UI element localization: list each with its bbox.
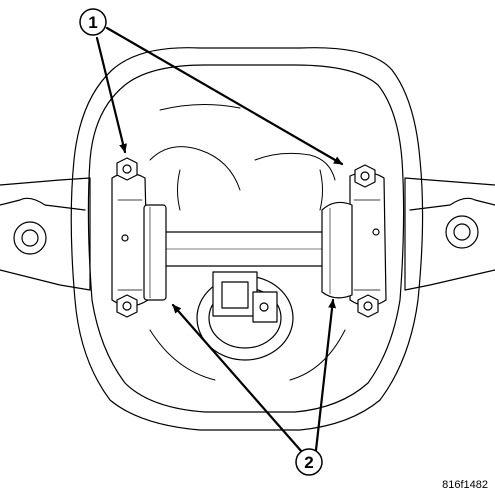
callout-2-label: 2 bbox=[304, 453, 313, 472]
housing-inner-details bbox=[149, 103, 346, 381]
housing-wings bbox=[0, 177, 495, 291]
leader-lines bbox=[95, 26, 344, 454]
housing-outline bbox=[70, 47, 424, 431]
bolt-left-top bbox=[116, 157, 138, 181]
figure-id: 816f1482 bbox=[442, 479, 488, 491]
right-bearing-cap bbox=[321, 171, 387, 307]
bolt-right-bottom bbox=[357, 294, 379, 318]
leader-2-left bbox=[171, 303, 304, 454]
leader-1-right bbox=[105, 26, 344, 166]
callout-2: 2 bbox=[295, 448, 323, 476]
spreader-shaft bbox=[159, 231, 326, 267]
left-bearing-cap bbox=[111, 172, 167, 307]
leader-1-left bbox=[95, 36, 127, 154]
callout-1: 1 bbox=[79, 8, 107, 36]
bolt-left-bottom bbox=[116, 294, 138, 318]
callout-1-label: 1 bbox=[88, 13, 97, 32]
bearing-cap-bolts bbox=[116, 157, 379, 318]
leader-2-right bbox=[314, 298, 337, 452]
pinion-gear bbox=[196, 271, 294, 361]
bolt-right-top bbox=[354, 164, 376, 188]
